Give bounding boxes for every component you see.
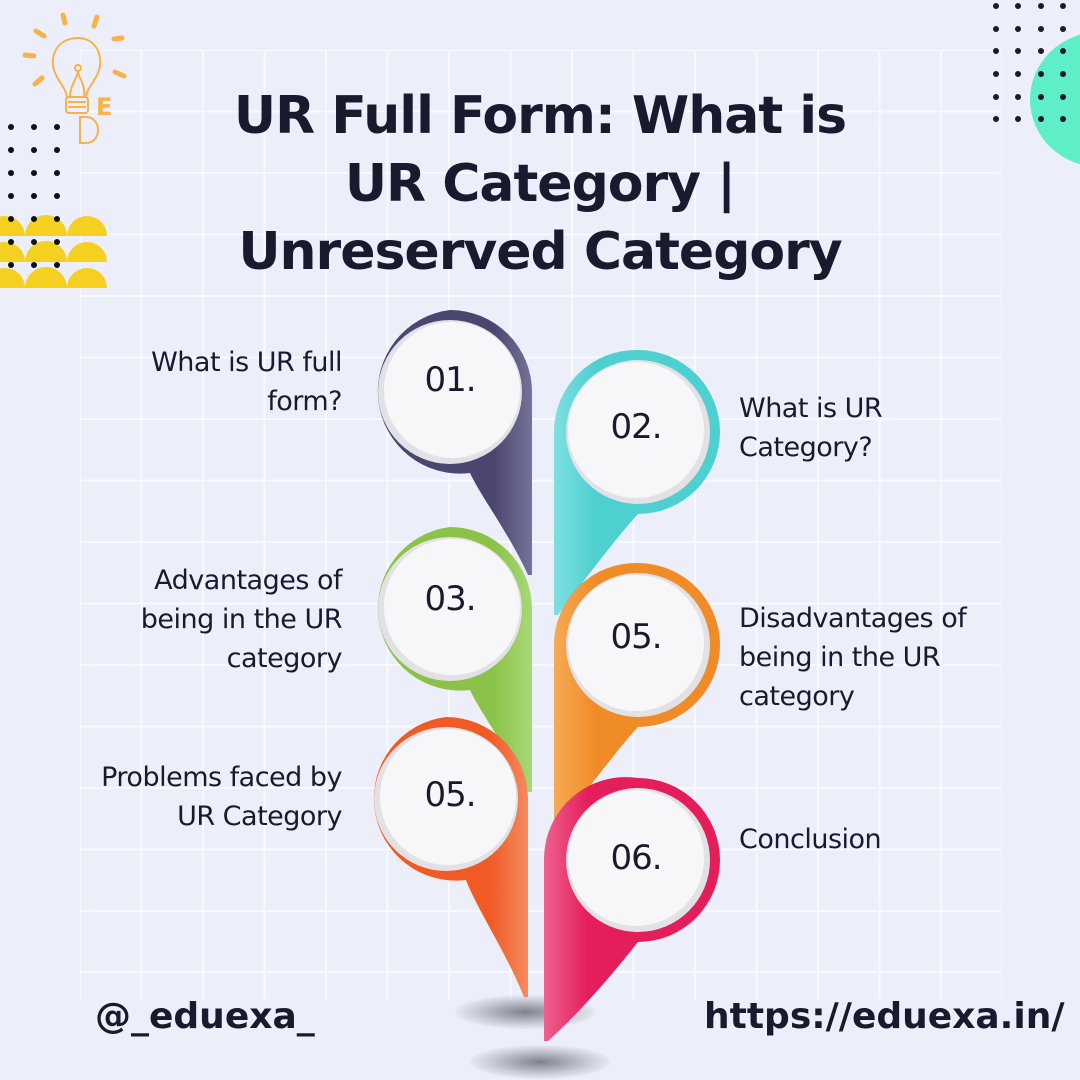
pin-03-icon bbox=[377, 527, 532, 792]
title-line-2: UR Category | bbox=[344, 154, 736, 214]
dot-pattern-right bbox=[993, 3, 1066, 122]
page-title: UR Full Form: What is UR Category | Unre… bbox=[140, 82, 940, 286]
item-06-label: Conclusion bbox=[739, 824, 882, 855]
pin-02-number: 02. bbox=[610, 407, 662, 447]
pin-06-number: 06. bbox=[610, 838, 662, 878]
pin-02-icon bbox=[554, 349, 720, 615]
title-line-3: Unreserved Category bbox=[238, 222, 842, 282]
pin-01-icon bbox=[377, 310, 532, 575]
dot-pattern-left bbox=[8, 124, 60, 199]
yellow-scallop-pattern bbox=[0, 215, 107, 288]
item-04-label: Disadvantages of being in the UR categor… bbox=[739, 603, 967, 712]
title-line-1: UR Full Form: What is bbox=[233, 86, 847, 146]
pin-05-icon bbox=[373, 717, 528, 997]
website-url[interactable]: https://eduexa.in/ bbox=[704, 996, 1065, 1037]
pin-06-icon bbox=[543, 777, 720, 1041]
pin-03-number: 03. bbox=[424, 579, 476, 619]
background-grid bbox=[80, 50, 1002, 1000]
pin-05-number: 05. bbox=[424, 775, 476, 815]
pin-shadow-right bbox=[470, 1045, 610, 1079]
logo-letter-e: E bbox=[96, 93, 112, 121]
social-handle: @_eduexa_ bbox=[95, 996, 315, 1037]
item-05-label: Problems faced by UR Category bbox=[101, 762, 342, 832]
item-03-label: Advantages of being in the UR category bbox=[140, 565, 343, 674]
item-02-label: What is UR Category? bbox=[739, 393, 883, 463]
lightbulb-logo-icon: E bbox=[22, 12, 127, 144]
pin-04-number: 05. bbox=[610, 617, 662, 657]
pin-04-icon bbox=[554, 562, 720, 828]
pin-01-number: 01. bbox=[424, 360, 476, 400]
item-01-label: What is UR full form? bbox=[151, 347, 342, 417]
